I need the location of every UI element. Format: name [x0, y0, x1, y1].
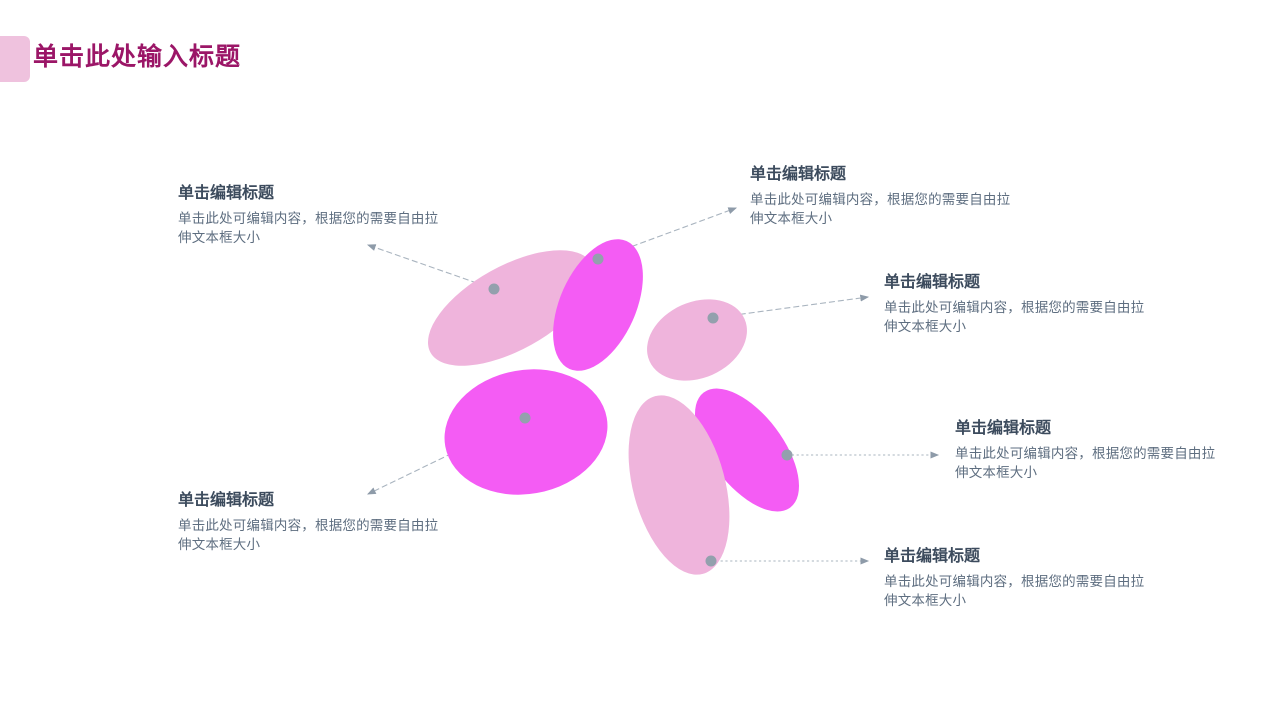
petal-bottom[interactable] — [611, 384, 747, 586]
callout-2-title[interactable]: 单击编辑标题 — [750, 166, 847, 183]
callout-6-title[interactable]: 单击编辑标题 — [178, 492, 275, 509]
callout-4[interactable]: 单击编辑标题 单击此处可编辑内容，根据您的需要自由拉伸文本框大小 — [955, 418, 1225, 482]
callout-6[interactable]: 单击编辑标题 单击此处可编辑内容，根据您的需要自由拉伸文本框大小 — [178, 490, 448, 554]
callout-6-body[interactable]: 单击此处可编辑内容，根据您的需要自由拉伸文本框大小 — [178, 518, 439, 552]
callout-2[interactable]: 单击编辑标题 单击此处可编辑内容，根据您的需要自由拉伸文本框大小 — [750, 164, 1020, 228]
callout-3-title[interactable]: 单击编辑标题 — [884, 274, 981, 291]
petal-right-upper[interactable] — [634, 284, 760, 396]
connector-dot-3[interactable] — [707, 312, 719, 324]
petal-right-lower[interactable] — [675, 371, 819, 529]
header-accent-bar — [0, 36, 30, 82]
slide-header: 单击此处输入标题 — [0, 36, 1280, 82]
petal-top[interactable] — [535, 226, 661, 385]
callout-3-body[interactable]: 单击此处可编辑内容，根据您的需要自由拉伸文本框大小 — [884, 300, 1145, 334]
connector-dot-5[interactable] — [705, 555, 717, 567]
connector-line-1 — [366, 244, 495, 290]
callout-3[interactable]: 单击编辑标题 单击此处可编辑内容，根据您的需要自由拉伸文本框大小 — [884, 272, 1154, 336]
callout-1-title[interactable]: 单击编辑标题 — [178, 185, 275, 202]
connector-dots — [488, 253, 793, 567]
callout-5-body[interactable]: 单击此处可编辑内容，根据您的需要自由拉伸文本框大小 — [884, 574, 1145, 608]
callout-5-title[interactable]: 单击编辑标题 — [884, 548, 981, 565]
connector-line-2 — [597, 207, 738, 260]
connector-dot-6[interactable] — [519, 412, 531, 424]
connector-line-3 — [712, 294, 870, 319]
callout-1-body[interactable]: 单击此处可编辑内容，根据您的需要自由拉伸文本框大小 — [178, 211, 439, 245]
callout-2-body[interactable]: 单击此处可编辑内容，根据您的需要自由拉伸文本框大小 — [750, 192, 1011, 226]
petal-upper-left[interactable] — [410, 227, 612, 390]
connector-dot-4[interactable] — [781, 449, 793, 461]
page-title[interactable]: 单击此处输入标题 — [33, 44, 242, 71]
callout-4-title[interactable]: 单击编辑标题 — [955, 420, 1052, 437]
callout-5[interactable]: 单击编辑标题 单击此处可编辑内容，根据您的需要自由拉伸文本框大小 — [884, 546, 1154, 610]
callout-4-body[interactable]: 单击此处可编辑内容，根据您的需要自由拉伸文本框大小 — [955, 446, 1216, 480]
petals-group — [410, 226, 819, 586]
connector-dot-1[interactable] — [488, 283, 500, 295]
connector-dot-2[interactable] — [592, 253, 604, 265]
petal-left[interactable] — [434, 357, 617, 508]
callout-1[interactable]: 单击编辑标题 单击此处可编辑内容，根据您的需要自由拉伸文本框大小 — [178, 183, 448, 247]
